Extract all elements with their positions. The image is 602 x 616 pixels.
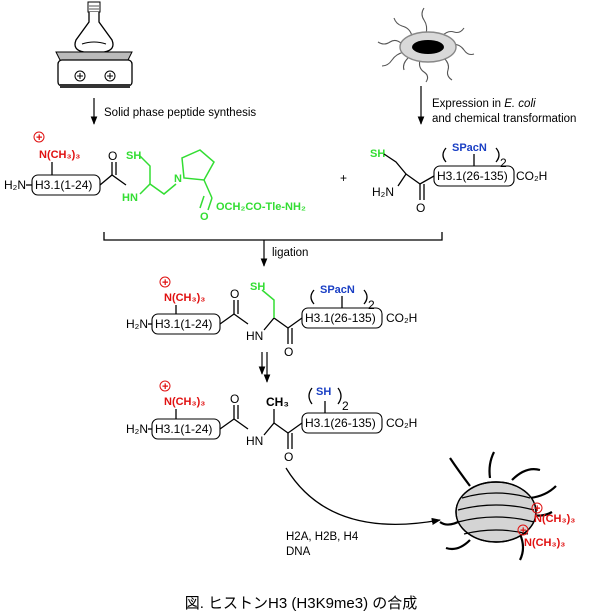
- svg-text:O: O: [108, 149, 117, 163]
- svg-text:2: 2: [368, 298, 375, 312]
- assembly-arrow: [285, 467, 441, 526]
- svg-text:2: 2: [500, 156, 507, 170]
- svg-text:O: O: [416, 201, 425, 215]
- svg-text:+: +: [520, 525, 526, 537]
- svg-text:H3.1(26-135): H3.1(26-135): [305, 416, 376, 430]
- nucleosome-methyl-marks: + N(CH₃)₃ + N(CH₃)₃: [517, 502, 575, 549]
- svg-text:OCH₂CO-Tle-NH₂: OCH₂CO-Tle-NH₂: [216, 201, 306, 213]
- svg-text:CO₂H: CO₂H: [386, 416, 417, 430]
- svg-text:N(CH₃)₃: N(CH₃)₃: [164, 292, 205, 304]
- svg-text:SPacN: SPacN: [320, 284, 355, 296]
- svg-text:SH: SH: [370, 148, 385, 160]
- svg-text:H₂N: H₂N: [126, 317, 148, 331]
- svg-text:SH: SH: [316, 386, 331, 398]
- nucleosome-icon: [439, 451, 557, 561]
- svg-text:SH: SH: [126, 150, 141, 162]
- svg-text:+: +: [534, 503, 540, 515]
- svg-text:O: O: [284, 450, 293, 464]
- svg-text:O: O: [230, 287, 239, 301]
- e-coli-cell-icon: [377, 7, 475, 83]
- svg-text:H3.1(26-135): H3.1(26-135): [305, 311, 376, 325]
- svg-text:CO₂H: CO₂H: [516, 169, 547, 183]
- svg-text:N(CH₃)₃: N(CH₃)₃: [39, 149, 80, 161]
- svg-text:CH₃: CH₃: [266, 395, 289, 409]
- figure-caption: 図. ヒストンH3 (H3K9me3) の合成: [185, 595, 418, 612]
- svg-text:SPacN: SPacN: [452, 142, 487, 154]
- final-histone-h3: + N(CH₃)₃ H₂N H3.1(1-24) O HN CH₃ O H3.1…: [126, 380, 417, 464]
- svg-text:N: N: [174, 173, 182, 185]
- svg-text:2: 2: [342, 399, 349, 413]
- peptide-thioester: + N(CH₃)₃ H₂N H3.1(1-24) O HN SH N O OCH…: [4, 131, 306, 223]
- svg-text:H₂N: H₂N: [4, 178, 26, 192]
- svg-text:SH: SH: [250, 281, 265, 293]
- svg-text:H3.1(1-24): H3.1(1-24): [35, 178, 92, 192]
- svg-text:CO₂H: CO₂H: [386, 311, 417, 325]
- ligation-label: ligation: [272, 247, 308, 259]
- protein-fragment: SH H₂N O H3.1(26-135) CO₂H SPacN 2: [370, 142, 547, 215]
- svg-text:H3.1(26-135): H3.1(26-135): [437, 169, 508, 183]
- ligation-bracket: [103, 232, 443, 267]
- svg-text:H3.1(1-24): H3.1(1-24): [155, 422, 212, 436]
- svg-text:N(CH₃)₃: N(CH₃)₃: [164, 396, 205, 408]
- expression-label-line2: and chemical transformation: [432, 113, 576, 125]
- svg-text:H₂N: H₂N: [372, 185, 394, 199]
- svg-text:H₂N: H₂N: [126, 422, 148, 436]
- svg-text:O: O: [200, 211, 209, 223]
- expression-label-line1: Expression in E. coli: [432, 98, 536, 110]
- two-step-arrow: [258, 352, 271, 383]
- svg-text:HN: HN: [246, 329, 263, 343]
- svg-text:N(CH₃)₃: N(CH₃)₃: [524, 537, 565, 549]
- flask-on-stirrer-icon: [55, 1, 133, 88]
- svg-text:+: +: [162, 277, 168, 289]
- spps-label: Solid phase peptide synthesis: [104, 107, 256, 119]
- svg-text:O: O: [284, 345, 293, 359]
- ligated-protein: + N(CH₃)₃ H₂N H3.1(1-24) O HN SH O H3.1(…: [126, 276, 417, 359]
- svg-text:HN: HN: [246, 434, 263, 448]
- svg-text:O: O: [230, 392, 239, 406]
- plus-sign: +: [340, 171, 347, 185]
- refold-components-line2: DNA: [286, 546, 311, 558]
- svg-text:+: +: [162, 381, 168, 393]
- refold-components-line1: H2A, H2B, H4: [286, 531, 359, 543]
- svg-text:+: +: [36, 132, 42, 144]
- svg-text:HN: HN: [122, 192, 138, 204]
- svg-text:H3.1(1-24): H3.1(1-24): [155, 317, 212, 331]
- svg-text:N(CH₃)₃: N(CH₃)₃: [534, 513, 575, 525]
